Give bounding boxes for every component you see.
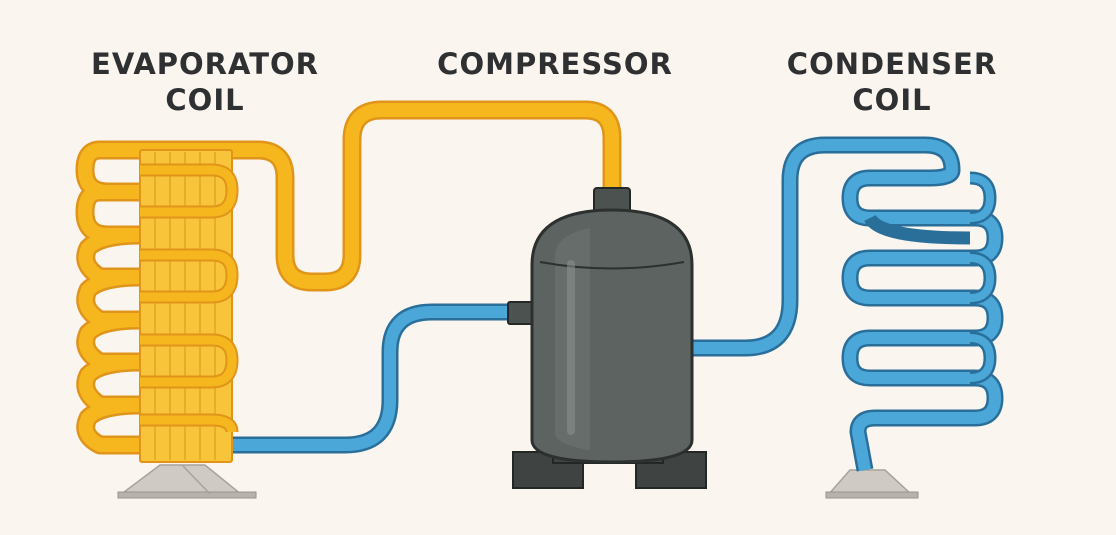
hot-discharge-line bbox=[232, 100, 622, 292]
condenser-stand bbox=[825, 469, 919, 499]
compressor-tank-icon bbox=[507, 187, 707, 489]
evaporator-stand bbox=[117, 464, 257, 499]
condenser-coil-icon bbox=[841, 166, 1004, 472]
compressor-label-line1: COMPRESSOR bbox=[437, 47, 673, 81]
cold-return-line bbox=[232, 303, 512, 454]
condenser-coil-label: CONDENSER COIL bbox=[762, 46, 1022, 118]
evaporator-label-line2: COIL bbox=[165, 83, 245, 117]
condenser-label-line2: COIL bbox=[852, 83, 932, 117]
evaporator-coil-icon bbox=[75, 140, 239, 463]
evaporator-label-line1: EVAPORATOR bbox=[91, 47, 319, 81]
evaporator-coil-label: EVAPORATOR COIL bbox=[60, 46, 350, 118]
cold-condenser-line bbox=[690, 136, 961, 357]
compressor-label: COMPRESSOR bbox=[405, 46, 705, 82]
condenser-label-line1: CONDENSER bbox=[786, 47, 998, 81]
